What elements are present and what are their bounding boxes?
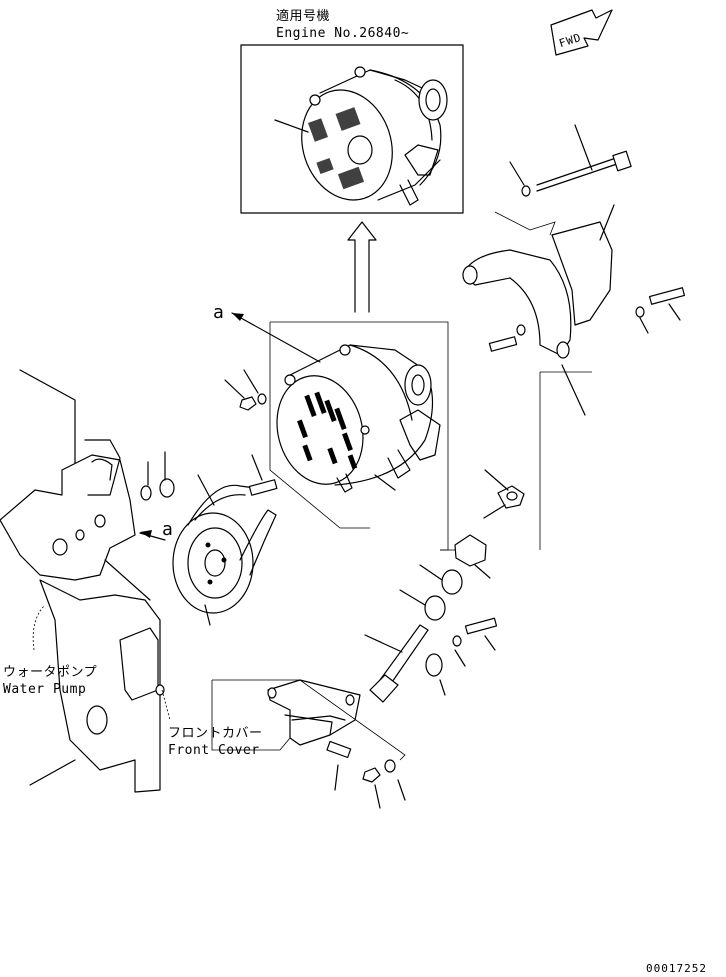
belt-guard-cover: [462, 204, 615, 416]
inset-engine-label: Engine No.26840~: [276, 26, 409, 41]
engine-front: [0, 369, 175, 793]
lower-bracket-assembly: [211, 469, 525, 809]
fwd-arrow-icon: FWD: [550, 9, 613, 56]
fwd-label: FWD: [557, 31, 583, 50]
inset-vent-grille: [308, 107, 365, 190]
inset-applies-label: 適用号機: [276, 8, 330, 24]
pulley-belt: [172, 454, 278, 626]
water-pump-label-en: Water Pump: [3, 682, 86, 697]
water-pump-label-jp: ウォータポンプ: [3, 665, 97, 680]
inset-alternator-illustration: [274, 66, 448, 206]
inset-box: 適用号機 Engine No.26840~: [240, 8, 464, 214]
water-pump-callout: ウォータポンプ Water Pump: [3, 604, 97, 697]
bracket-bolts-right: [488, 287, 686, 550]
alternator: [269, 321, 449, 551]
reference-marker-bottom: a: [139, 519, 173, 541]
nut-washer-left: [224, 369, 267, 411]
inset-pointer-arrow: [347, 221, 377, 313]
alternator-vent-slots: [297, 391, 358, 470]
svg-text:a: a: [162, 519, 173, 540]
drawing-number: 00017252: [646, 962, 707, 975]
reference-marker-top: a: [213, 302, 321, 363]
front-cover-callout: フロントカバー Front Cover: [161, 689, 263, 758]
svg-text:a: a: [213, 302, 224, 323]
long-bolt: [509, 124, 632, 197]
front-cover-label-en: Front Cover: [168, 743, 260, 758]
front-cover-label-jp: フロントカバー: [168, 726, 263, 741]
